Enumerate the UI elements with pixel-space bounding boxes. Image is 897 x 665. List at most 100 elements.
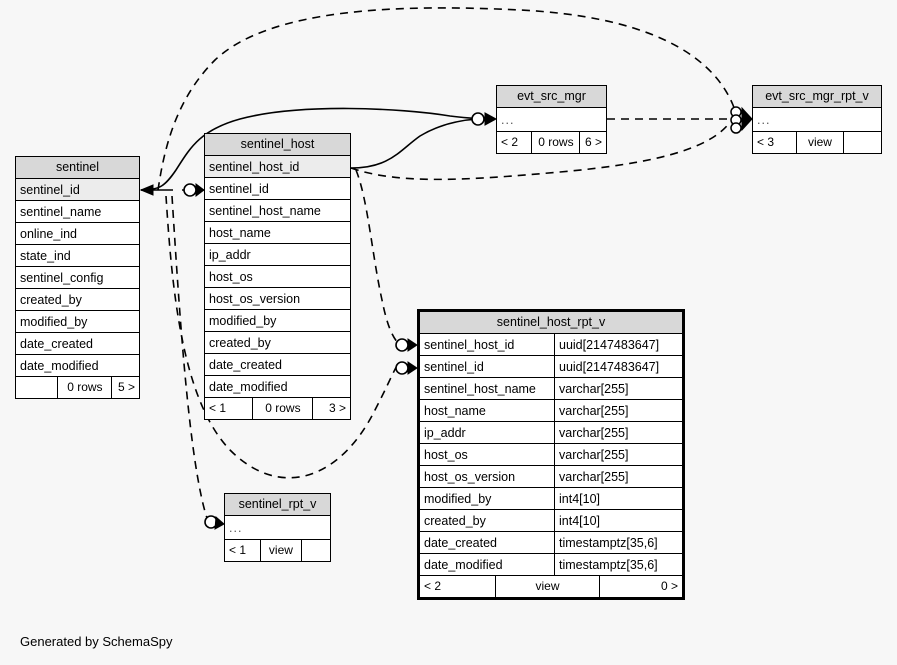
column-name: sentinel_id — [20, 183, 80, 197]
column-name: created_by — [424, 514, 486, 528]
optional-circle-evt-rpt-2 — [730, 114, 742, 126]
table-sentinel[interactable]: sentinel sentinel_id sentinel_name onlin… — [15, 156, 140, 399]
optional-circle-evt-rpt-3 — [730, 122, 742, 134]
table-title-evt-src-mgr: evt_src_mgr — [497, 86, 606, 108]
column-name: date_modified — [424, 558, 503, 572]
ellipsis-label: ... — [229, 521, 243, 535]
crowfoot-sentinel-left — [139, 184, 154, 196]
footer-parents-count[interactable]: < 3 — [757, 135, 775, 149]
column-row[interactable]: date_modified timestamptz[35,6] — [420, 554, 682, 576]
column-name: ip_addr — [209, 248, 251, 262]
column-type: varchar[255] — [554, 400, 682, 421]
column-name: sentinel_config — [20, 271, 104, 285]
footer-row-count: 0 rows — [57, 377, 113, 398]
footer-children-count[interactable]: 0 > — [660, 579, 678, 593]
column-name: sentinel_id — [209, 182, 269, 196]
footer-view-label: view — [260, 540, 302, 561]
edge-sentinel-host-to-evt-src-mgr — [350, 118, 479, 169]
column-row[interactable]: sentinel_id — [16, 179, 139, 201]
column-name: host_os — [209, 270, 253, 284]
column-row[interactable]: host_os_version varchar[255] — [420, 466, 682, 488]
footer-children-count[interactable]: 3 > — [328, 401, 346, 415]
footer-parents-count[interactable] — [16, 377, 57, 398]
table-evt-src-mgr-rpt-v[interactable]: evt_src_mgr_rpt_v ... < 3 view — [752, 85, 882, 154]
column-row[interactable]: host_os — [205, 266, 350, 288]
optional-circle-sentinel-rpt — [204, 515, 218, 529]
column-name: created_by — [20, 293, 82, 307]
column-name: date_created — [209, 358, 282, 372]
footer-children-count[interactable]: 5 > — [117, 380, 135, 394]
footer-parents-count[interactable]: < 1 — [229, 543, 247, 557]
footer-parents-count[interactable]: < 1 — [209, 401, 227, 415]
column-name: date_created — [20, 337, 93, 351]
optional-circle-host-rpt-2 — [395, 361, 409, 375]
column-row[interactable]: created_by — [16, 289, 139, 311]
column-row[interactable]: sentinel_id uuid[2147483647] — [420, 356, 682, 378]
table-footer: < 2 0 rows 6 > — [497, 132, 606, 153]
table-evt-src-mgr[interactable]: evt_src_mgr ... < 2 0 rows 6 > — [496, 85, 607, 154]
column-name: sentinel_host_name — [424, 382, 536, 396]
column-type: uuid[2147483647] — [554, 356, 682, 377]
column-row[interactable]: date_modified — [205, 376, 350, 398]
column-row[interactable]: sentinel_id — [205, 178, 350, 200]
column-row[interactable]: host_os varchar[255] — [420, 444, 682, 466]
optional-circle-host-rpt-1 — [395, 338, 409, 352]
table-title-sentinel: sentinel — [16, 157, 139, 179]
ellipsis-label: ... — [757, 113, 771, 127]
table-sentinel-host[interactable]: sentinel_host sentinel_host_id sentinel_… — [204, 133, 351, 420]
column-row[interactable]: date_modified — [16, 355, 139, 377]
column-row[interactable]: ip_addr varchar[255] — [420, 422, 682, 444]
optional-circle-evt-src-mgr — [471, 112, 485, 126]
column-type: int4[10] — [554, 510, 682, 531]
column-row[interactable]: host_name — [205, 222, 350, 244]
footer-children-count[interactable] — [844, 132, 881, 153]
table-sentinel-rpt-v[interactable]: sentinel_rpt_v ... < 1 view — [224, 493, 331, 562]
column-row[interactable]: date_created timestamptz[35,6] — [420, 532, 682, 554]
column-row-collapsed: ... — [497, 108, 606, 132]
column-type: uuid[2147483647] — [554, 334, 682, 355]
column-name: date_modified — [20, 359, 99, 373]
column-name: sentinel_name — [20, 205, 102, 219]
column-row[interactable]: host_os_version — [205, 288, 350, 310]
column-row[interactable]: sentinel_name — [16, 201, 139, 223]
crowfoot-sentinel-rpt — [214, 515, 225, 530]
column-row[interactable]: modified_by — [205, 310, 350, 332]
column-name: host_name — [424, 404, 486, 418]
column-row[interactable]: created_by — [205, 332, 350, 354]
column-row[interactable]: sentinel_host_name varchar[255] — [420, 378, 682, 400]
footer-view-label: view — [495, 576, 600, 597]
column-row[interactable]: sentinel_config — [16, 267, 139, 289]
table-title-sentinel-host: sentinel_host — [205, 134, 350, 156]
column-name: date_created — [424, 536, 497, 550]
column-row[interactable]: date_created — [16, 333, 139, 355]
column-row[interactable]: ip_addr — [205, 244, 350, 266]
column-name: modified_by — [209, 314, 277, 328]
footer-children-count[interactable]: 6 > — [584, 135, 602, 149]
column-row[interactable]: online_ind — [16, 223, 139, 245]
column-row[interactable]: modified_by — [16, 311, 139, 333]
column-name: ip_addr — [424, 426, 466, 440]
column-row[interactable]: modified_by int4[10] — [420, 488, 682, 510]
column-row[interactable]: sentinel_host_name — [205, 200, 350, 222]
column-row[interactable]: state_ind — [16, 245, 139, 267]
column-name: host_os — [424, 448, 468, 462]
column-name: sentinel_id — [424, 360, 484, 374]
column-row[interactable]: host_name varchar[255] — [420, 400, 682, 422]
footer-parents-count[interactable]: < 2 — [424, 579, 442, 593]
column-name: date_modified — [209, 380, 288, 394]
column-row[interactable]: sentinel_host_id — [205, 156, 350, 178]
generated-by-note: Generated by SchemaSpy — [20, 634, 173, 649]
edge-sentinel-to-sentinel-rpt-v — [171, 195, 208, 519]
footer-parents-count[interactable]: < 2 — [501, 135, 519, 149]
column-row[interactable]: created_by int4[10] — [420, 510, 682, 532]
column-row[interactable]: sentinel_host_id uuid[2147483647] — [420, 334, 682, 356]
column-type: int4[10] — [554, 488, 682, 509]
table-title-sentinel-rpt-v: sentinel_rpt_v — [225, 494, 330, 516]
column-row[interactable]: date_created — [205, 354, 350, 376]
footer-children-count[interactable] — [302, 540, 330, 561]
table-footer: < 1 0 rows 3 > — [205, 398, 350, 419]
column-row-collapsed: ... — [225, 516, 330, 540]
table-sentinel-host-rpt-v[interactable]: sentinel_host_rpt_v sentinel_host_id uui… — [417, 309, 685, 600]
crowfoot-sentinel-host-left — [195, 183, 205, 197]
